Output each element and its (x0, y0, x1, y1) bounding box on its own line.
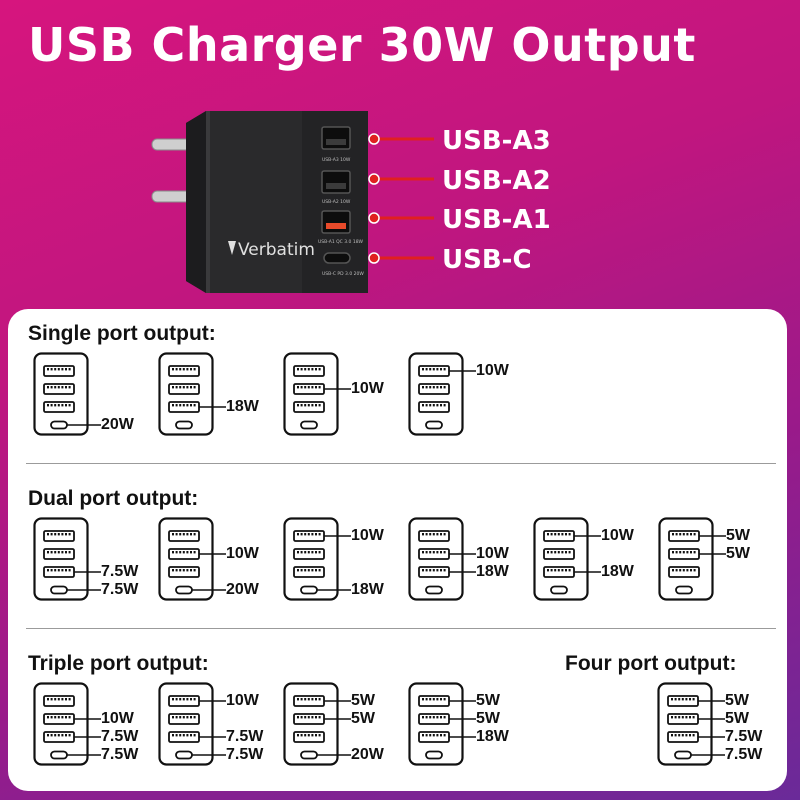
diagram-single-3: 10W (283, 352, 413, 437)
diagram-dual-2: 10W 20W (158, 517, 288, 602)
heading-dual-port: Dual port output: (28, 487, 199, 510)
heading-four-port: Four port output: (565, 652, 737, 675)
diagram-single-2: 18W (158, 352, 288, 437)
charger-outline-icon (283, 682, 351, 766)
port-wattage-label: 10W (351, 380, 384, 397)
brand-logo: Verbatim (228, 240, 315, 260)
charger-illustration: USB-A3 10W USB-A2 10W USB-A1 QC 3.0 18W … (151, 111, 434, 293)
port-wattage-label: 20W (351, 746, 384, 763)
port-wattage-label: 5W (725, 692, 749, 709)
usb-port-a2 (321, 170, 351, 194)
label-usb-c: USB-C (442, 245, 532, 275)
port-wattage-label: 20W (101, 416, 134, 433)
label-usb-a1: USB-A1 (442, 205, 551, 235)
port-wattage-label: 7.5W (725, 746, 763, 763)
diagram-single-1: 20W (33, 352, 163, 437)
port-wattage-label: 7.5W (725, 728, 763, 745)
port-wattage-label: 18W (226, 398, 259, 415)
divider-1 (26, 463, 776, 464)
port-wattage-label: 18W (351, 581, 384, 598)
charger-outline-icon (33, 352, 101, 436)
divider-2 (26, 628, 776, 629)
diagram-dual-5: 10W 18W (533, 517, 663, 602)
charger-outline-icon (657, 682, 725, 766)
port-wattage-label: 5W (351, 710, 375, 727)
label-usb-a3: USB-A3 (442, 126, 551, 156)
port-print-c: USB-C PD 3.0 20W (322, 271, 364, 277)
port-wattage-label: 7.5W (226, 728, 264, 745)
port-prints: USB-A3 10W USB-A2 10W USB-A1 QC 3.0 18W … (318, 157, 364, 277)
charger-outline-icon (408, 517, 476, 601)
port-wattage-label: 10W (226, 545, 259, 562)
output-panel (8, 309, 787, 791)
port-wattage-label: 10W (476, 545, 509, 562)
port-wattage-label: 7.5W (101, 746, 139, 763)
port-wattage-label: 5W (476, 692, 500, 709)
port-wattage-label: 18W (476, 728, 509, 745)
port-wattage-label: 7.5W (101, 728, 139, 745)
port-wattage-label: 5W (476, 710, 500, 727)
charger-outline-icon (158, 352, 226, 436)
charger-outline-icon (533, 517, 601, 601)
port-print-a3: USB-A3 10W (322, 157, 351, 163)
usb-port-a1 (321, 210, 351, 234)
charger-outline-icon (283, 517, 351, 601)
port-wattage-label: 10W (351, 527, 384, 544)
charger-outline-icon (408, 352, 476, 436)
port-wattage-label: 20W (226, 581, 259, 598)
brand-name: Verbatim (238, 240, 315, 260)
port-callouts (368, 133, 434, 264)
charger-outline-icon (283, 352, 351, 436)
port-wattage-label: 5W (726, 527, 750, 544)
charger-outline-icon (33, 517, 101, 601)
port-print-a2: USB-A2 10W (322, 199, 351, 205)
heading-triple-port: Triple port output: (28, 652, 209, 675)
charger-outline-icon (658, 517, 726, 601)
usb-port-c (323, 252, 351, 264)
port-wattage-label: 5W (351, 692, 375, 709)
port-wattage-label: 5W (726, 545, 750, 562)
port-wattage-label: 7.5W (101, 581, 139, 598)
diagram-dual-3: 10W 18W (283, 517, 413, 602)
port-wattage-label: 7.5W (226, 746, 264, 763)
port-wattage-label: 10W (476, 362, 509, 379)
port-wattage-label: 18W (601, 563, 634, 580)
port-wattage-label: 10W (601, 527, 634, 544)
port-wattage-label: 10W (101, 710, 134, 727)
port-wattage-label: 10W (226, 692, 259, 709)
heading-single-port: Single port output: (28, 322, 216, 345)
label-usb-a2: USB-A2 (442, 166, 551, 196)
logo-mark-icon (228, 241, 236, 255)
usb-port-a3 (321, 126, 351, 150)
charger-outline-icon (408, 682, 476, 766)
port-wattage-label: 7.5W (101, 563, 139, 580)
port-wattage-label: 5W (725, 710, 749, 727)
diagram-single-4: 10W (408, 352, 538, 437)
charger-outline-icon (33, 682, 101, 766)
charger-outline-icon (158, 517, 226, 601)
charger-outline-icon (158, 682, 226, 766)
page-title: USB Charger 30W Output (28, 18, 696, 72)
port-print-a1: USB-A1 QC 3.0 18W (318, 239, 364, 245)
port-wattage-label: 18W (476, 563, 509, 580)
